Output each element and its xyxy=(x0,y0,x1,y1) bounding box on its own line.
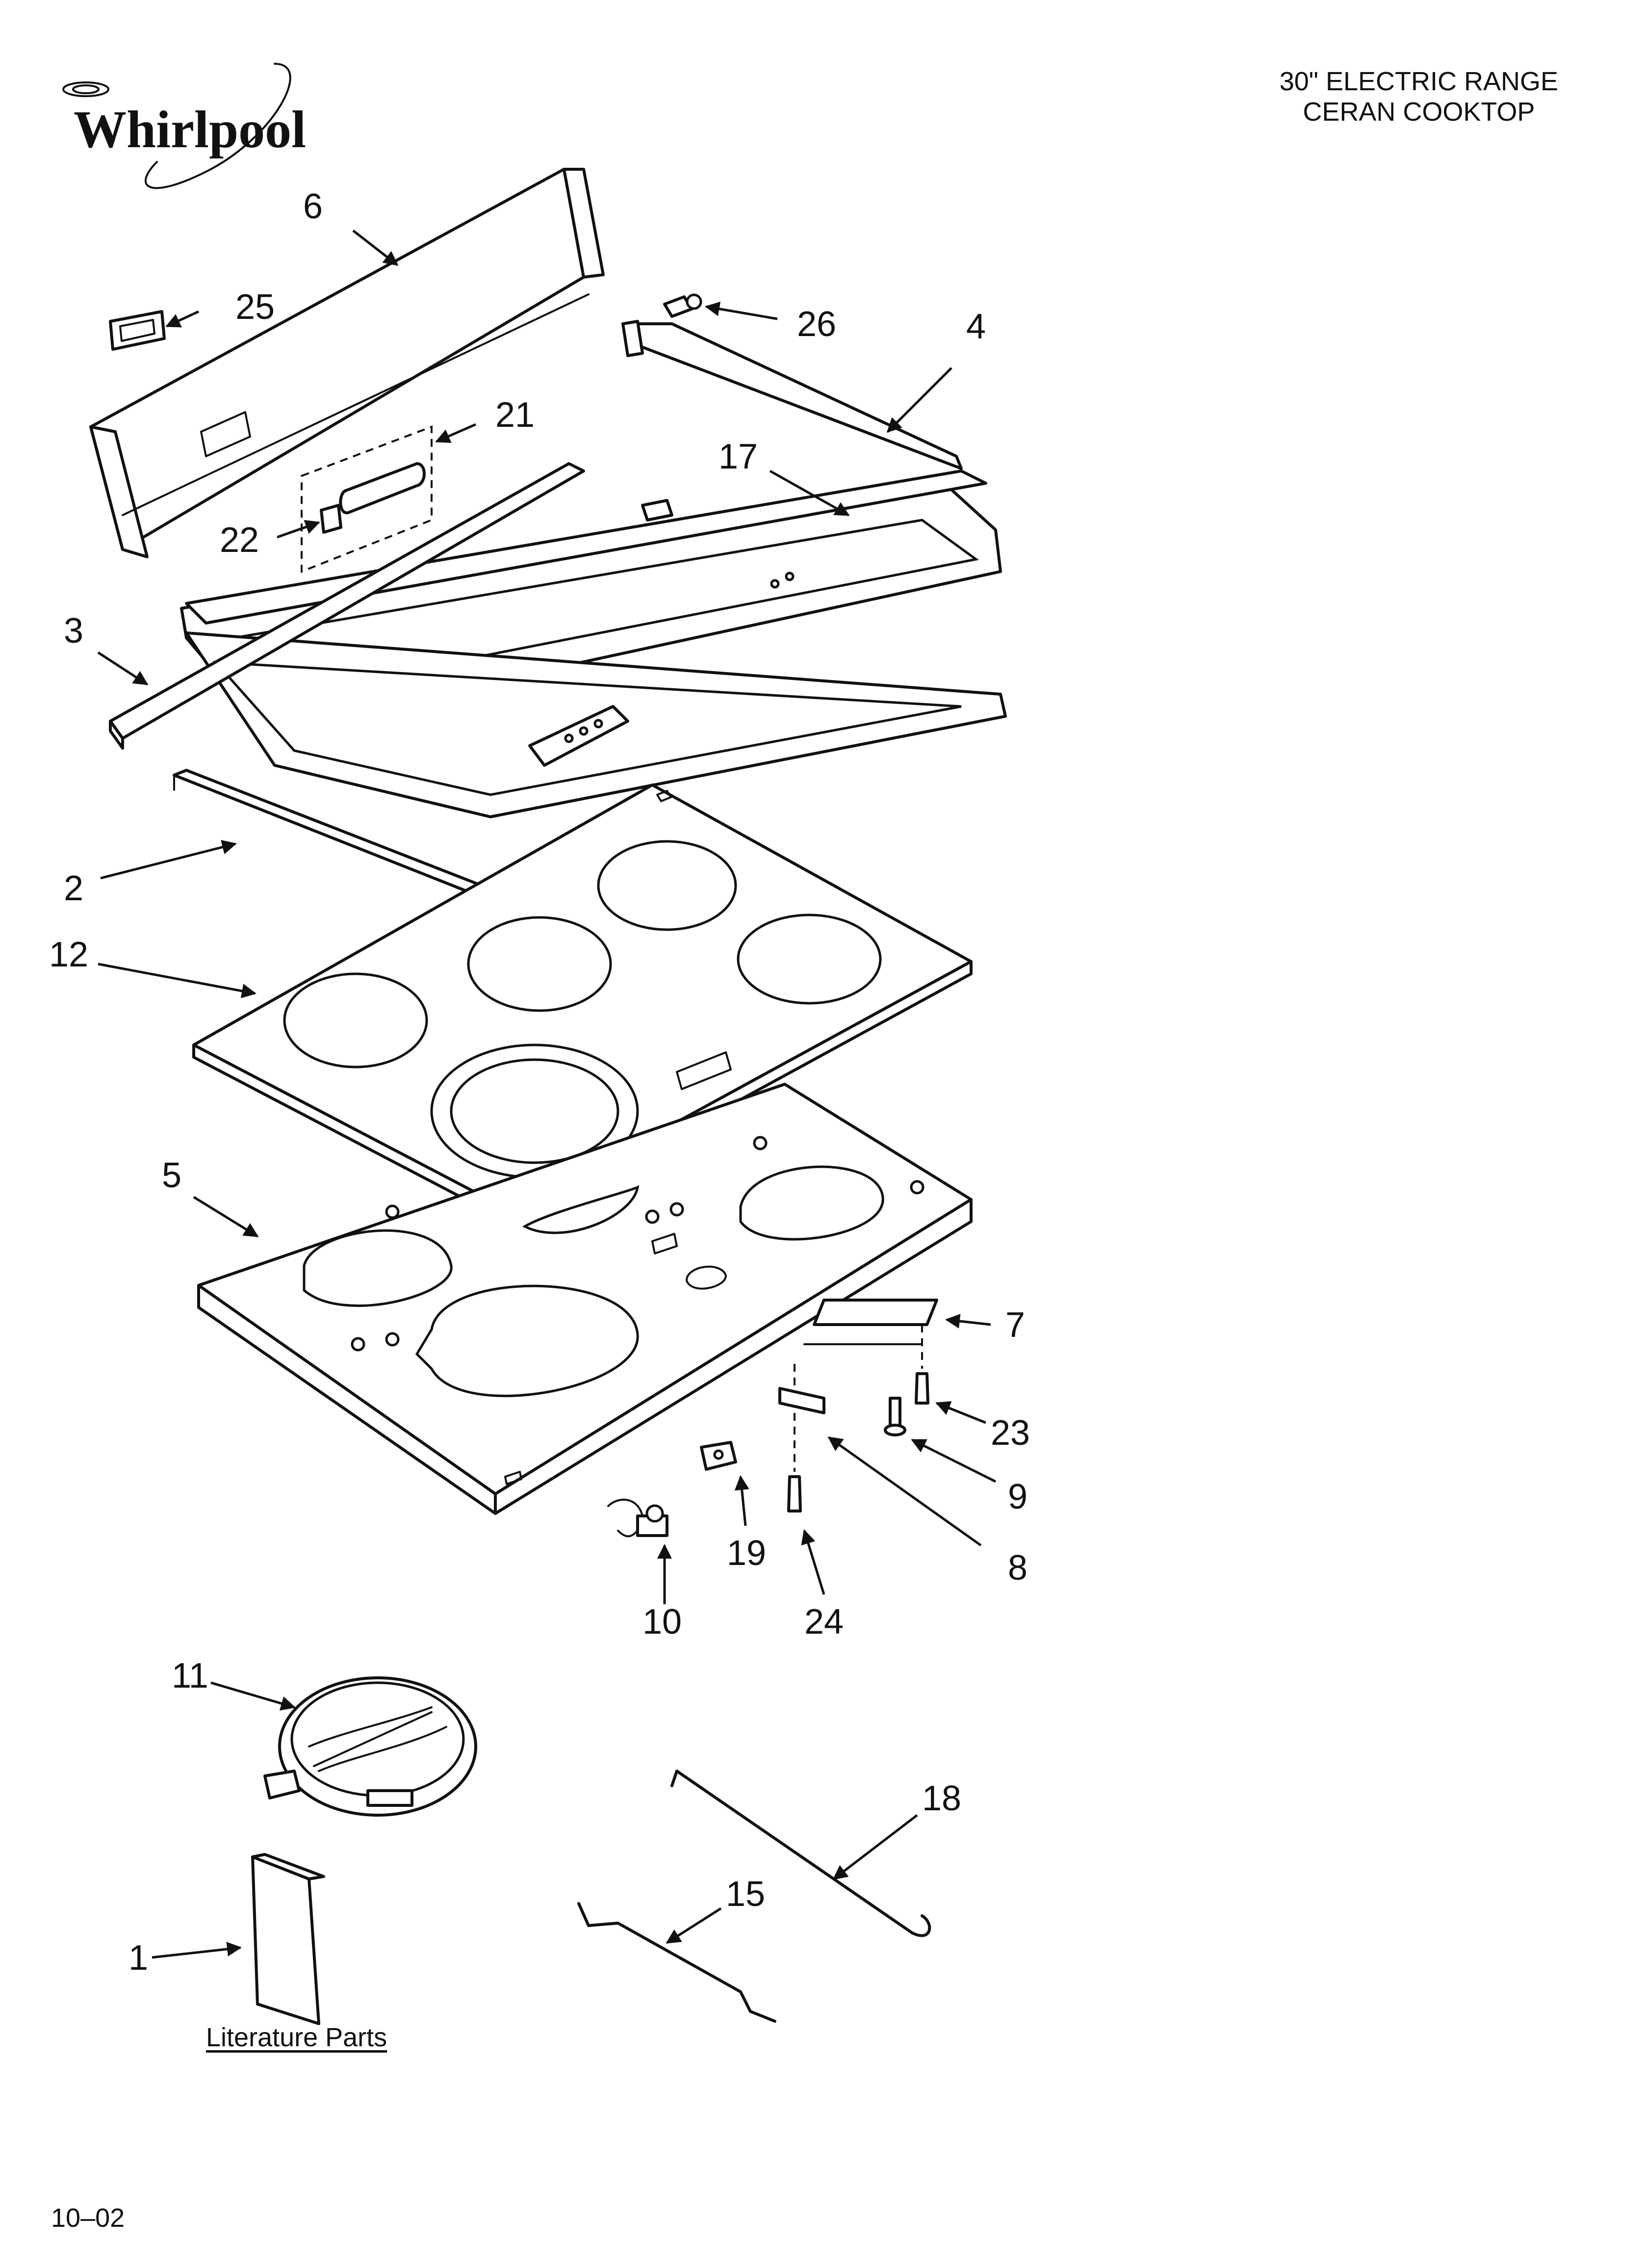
logo-wordmark: Whirlpool xyxy=(74,101,306,159)
literature-parts-label: Literature Parts xyxy=(206,2023,387,2052)
callout-2: 2 xyxy=(64,869,83,908)
part-5-burner-box xyxy=(197,1083,973,1515)
callout-23: 23 xyxy=(991,1413,1030,1453)
callout-15: 15 xyxy=(726,1875,765,1914)
part-9-pin xyxy=(884,1397,906,1436)
part-3-strip xyxy=(109,462,585,750)
callout-7: 7 xyxy=(1005,1305,1025,1345)
callout-26: 26 xyxy=(797,305,836,344)
callout-9: 9 xyxy=(1008,1477,1027,1516)
part-24-screw xyxy=(787,1413,802,1512)
callout-11: 11 xyxy=(172,1656,208,1695)
part-22-clip xyxy=(320,504,342,534)
part-8-clip xyxy=(778,1364,825,1414)
part-21-switch xyxy=(301,425,433,573)
callout-22: 22 xyxy=(220,521,259,560)
part-23-screw xyxy=(915,1325,929,1405)
part-6-control-panel xyxy=(89,168,605,558)
callout-1: 1 xyxy=(128,1938,148,1978)
callout-10: 10 xyxy=(642,1602,682,1642)
whirlpool-logo: Whirlpool xyxy=(62,63,306,189)
title-line-2: CERAN COOKTOP xyxy=(1303,97,1535,127)
callout-19: 17 xyxy=(718,437,758,476)
callout-21: 21 xyxy=(495,395,535,435)
revision-code: 10–02 xyxy=(51,2203,125,2233)
callout-12: 12 xyxy=(49,935,88,974)
part-18-wire xyxy=(670,1770,931,1937)
callout-labels: 6 25 21 22 26 4 17 3 2 12 5 7 23 9 8 19 … xyxy=(49,187,1030,1978)
part-11-radiant-element xyxy=(263,1676,477,1817)
part-17-clip xyxy=(700,1441,737,1471)
part-4-bracket xyxy=(621,320,963,470)
part-25-badge xyxy=(109,310,166,351)
part-7-bracket xyxy=(803,1299,938,1345)
callout-3: 3 xyxy=(64,611,83,651)
part-19-frame xyxy=(180,469,1007,818)
part-10-terminal-block xyxy=(607,1499,668,1538)
callout-4: 4 xyxy=(966,307,986,346)
page-title: 30" ELECTRIC RANGE CERAN COOKTOP xyxy=(1252,66,1586,127)
part-12-glass-cooktop xyxy=(192,783,973,1225)
part-1-literature xyxy=(251,1853,325,2025)
callout-24: 24 xyxy=(804,1602,844,1642)
callout-25: 25 xyxy=(235,287,275,327)
callout-17: 19 xyxy=(727,1534,766,1573)
callout-5: 5 xyxy=(162,1156,181,1195)
callout-6: 6 xyxy=(303,187,323,226)
callout-8: 8 xyxy=(1008,1548,1027,1588)
part-26-screw xyxy=(663,293,702,318)
title-line-1: 30" ELECTRIC RANGE xyxy=(1279,67,1559,96)
leader-lines xyxy=(97,230,997,1959)
callout-18: 18 xyxy=(922,1779,961,1818)
part-15-wire xyxy=(577,1902,776,2023)
